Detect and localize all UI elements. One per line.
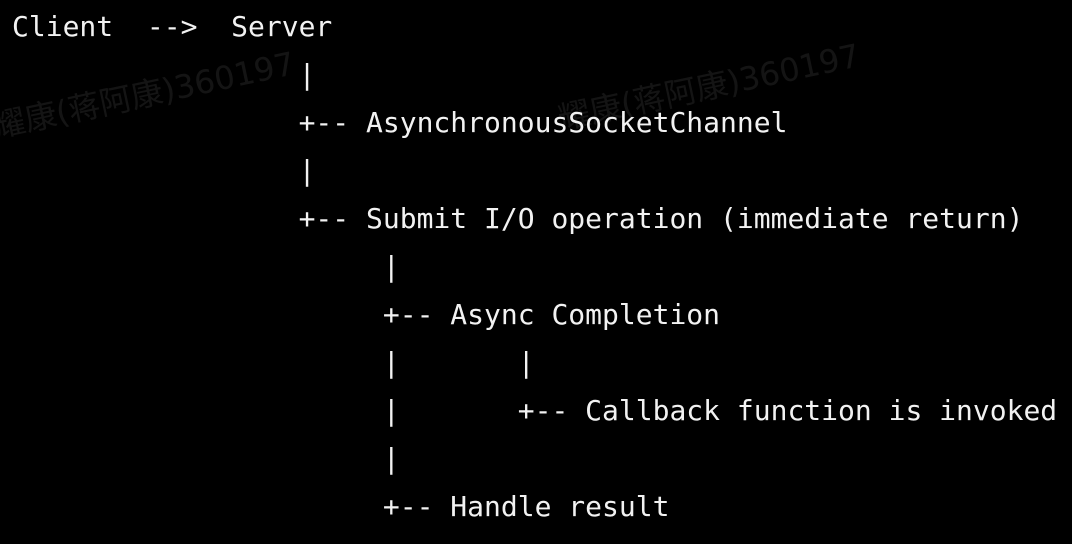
diagram-connector: | xyxy=(12,58,316,91)
diagram-connector: | | xyxy=(12,346,535,379)
diagram-node-callback: | +-- Callback function is invoked xyxy=(12,394,1058,427)
diagram-connector: | xyxy=(12,442,400,475)
diagram-node-submit-io: +-- Submit I/O operation (immediate retu… xyxy=(12,202,1024,235)
diagram-connector: | xyxy=(12,250,400,283)
diagram-line-client-server: Client --> Server xyxy=(12,10,333,43)
diagram-connector: | xyxy=(12,154,316,187)
diagram-node-handle-result: +-- Handle result xyxy=(12,490,670,523)
diagram-node-async-completion: +-- Async Completion xyxy=(12,298,721,331)
diagram-node-socket-channel: +-- AsynchronousSocketChannel xyxy=(12,106,788,139)
